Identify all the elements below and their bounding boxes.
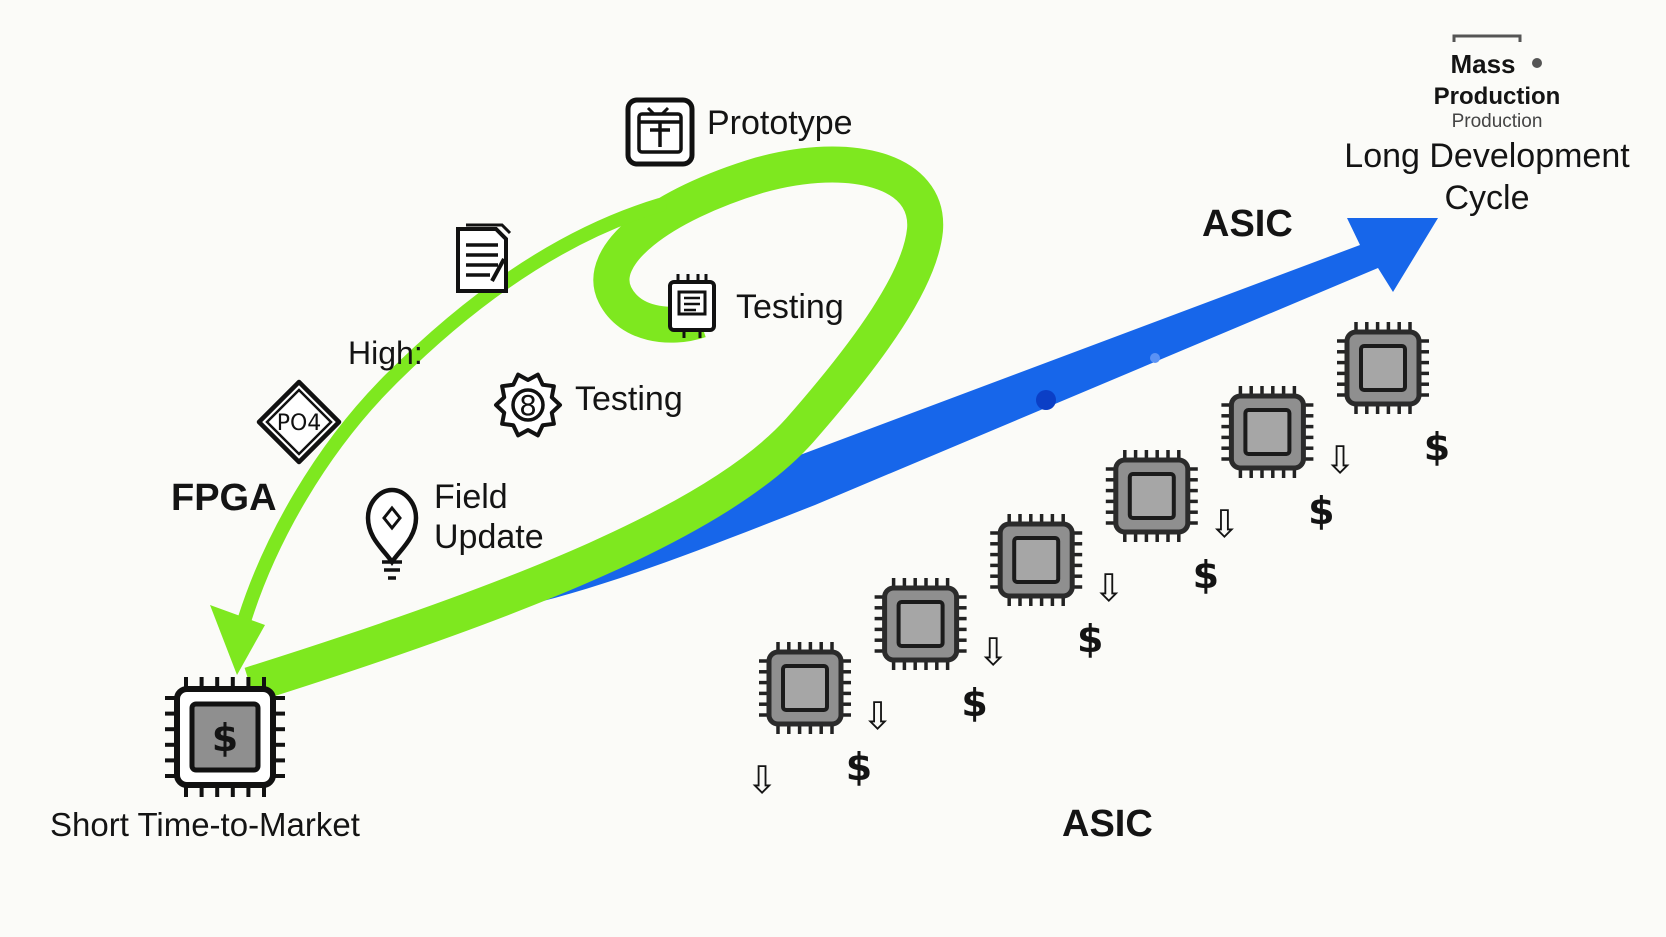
- fpga-label: FPGA: [171, 477, 277, 519]
- testing-upper-label: Testing: [736, 288, 844, 326]
- fpga-loop-inner-arc: [238, 198, 667, 625]
- cost-down-arrow: ⇩: [746, 758, 778, 802]
- fpga-loop-arrowhead: [210, 605, 265, 675]
- asic-chip-icon: [874, 578, 967, 670]
- field-update-label-line2: Update: [434, 518, 544, 556]
- asic-arrow: [505, 218, 1438, 610]
- mass-production-label-line3: Production: [1452, 111, 1543, 132]
- asic-chip-icon: [1337, 322, 1429, 414]
- fpga-chip-icon: $: [165, 677, 285, 797]
- asic-chip-icon: [1105, 450, 1198, 542]
- chip-icon: [668, 274, 716, 338]
- cost-dollar-sign: $: [1193, 553, 1219, 597]
- location-bulb-icon: [365, 487, 419, 580]
- cost-dollar-sign: $: [1077, 617, 1103, 661]
- asic-arrow-dot: [1036, 390, 1056, 410]
- mass-production-label-line1: Mass: [1450, 49, 1515, 79]
- asic-arrow-body: [505, 218, 1438, 610]
- cost-dollar-sign: $: [846, 745, 872, 789]
- po-badge-text: PO4: [277, 411, 322, 436]
- svg-text:8: 8: [519, 389, 537, 422]
- long-development-label-line1: Long Development: [1344, 137, 1630, 175]
- diamond-badge-icon: PO4: [256, 379, 342, 465]
- cost-down-arrow: ⇩: [1324, 438, 1356, 482]
- testing-lower-label: Testing: [575, 380, 683, 418]
- fpga-loop-band: [244, 146, 944, 703]
- cost-dollar-sign: $: [1308, 489, 1334, 533]
- board-icon: [625, 97, 695, 167]
- cost-down-arrow: ⇩: [1208, 502, 1240, 546]
- document-icon: [456, 223, 512, 293]
- cost-dollar-sign: $: [1424, 425, 1450, 469]
- long-development-label-line2: Cycle: [1444, 179, 1529, 217]
- gear-icon: 8: [494, 372, 562, 438]
- asic-arrow-label: ASIC: [1202, 203, 1293, 245]
- asic-bottom-label: ASIC: [1062, 803, 1153, 845]
- fpga-chip-dollar: $: [212, 716, 238, 760]
- asic-chip-icon: [990, 514, 1083, 606]
- cost-dollar-sign: $: [961, 681, 987, 725]
- mass-production-block: Mass Production Production: [1434, 34, 1561, 132]
- asic-arrow-dot-small: [1150, 353, 1160, 363]
- short-time-to-market-label: Short Time-to-Market: [50, 806, 360, 843]
- cost-down-arrow: ⇩: [1093, 566, 1125, 610]
- asic-cost-steps: ⇩ $ ⇩ $ ⇩ $ ⇩ $ ⇩ $ ⇩ $: [746, 322, 1450, 802]
- mass-production-dot: [1532, 58, 1542, 68]
- cost-down-arrow: ⇩: [862, 694, 894, 738]
- fpga-loop: [210, 146, 944, 703]
- asic-chip-icon: [1221, 386, 1314, 478]
- mass-production-label-line2: Production: [1434, 83, 1561, 110]
- field-update-label-line1: Field: [434, 478, 508, 516]
- prototype-label: Prototype: [707, 104, 853, 142]
- high-label: High:: [348, 335, 423, 371]
- asic-chip-icon: [759, 642, 851, 734]
- cost-down-arrow: ⇩: [977, 630, 1009, 674]
